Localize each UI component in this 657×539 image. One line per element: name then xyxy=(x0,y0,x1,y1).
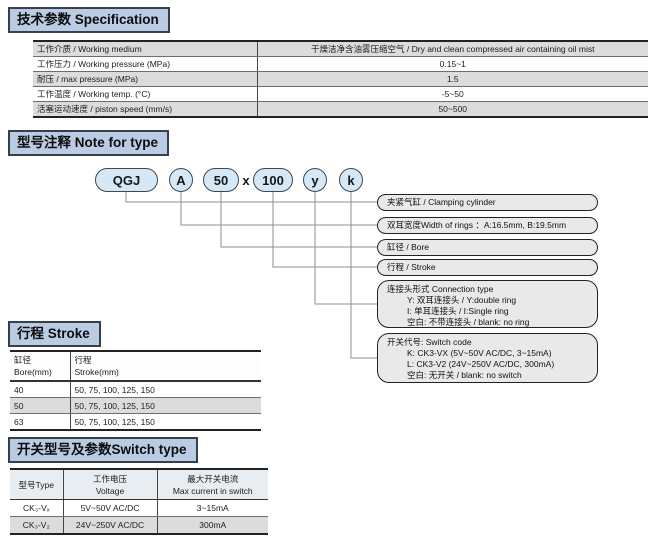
note-label-stroke: 行程 / Stroke xyxy=(377,259,598,276)
switch-type-cell: CK₃-Vₓ xyxy=(10,499,64,517)
table-row: CK₃-V₂ 24V~250V AC/DC 300mA xyxy=(10,516,268,534)
specification-table: 工作介质 / Working medium 干燥洁净含油雾压缩空气 / Dry … xyxy=(33,40,648,118)
note-label-text: K: CK3-VX (5V~50V AC/DC, 3~15mA) xyxy=(407,348,552,358)
model-part-bore: 50 xyxy=(203,168,239,192)
bore-cell: 40 xyxy=(10,381,71,398)
note-label-text: 双耳宽度Width of rings ：A:16.5mm, B:19.5mm xyxy=(387,220,567,230)
switch-col-voltage: 工作电压 Voltage xyxy=(63,469,158,500)
switch-table: 型号Type 工作电压 Voltage 最大开关电流 Max current i… xyxy=(10,468,268,535)
switch-col-type: 型号Type xyxy=(10,469,64,500)
note-label-text: I: 单耳连接头 / I:Single ring xyxy=(407,306,509,316)
bore-cell: 63 xyxy=(10,413,71,430)
section-title-switch-type: 开关型号及参数Switch type xyxy=(8,437,198,463)
switch-voltage-cell: 24V~250V AC/DC xyxy=(63,516,158,534)
note-label-text: 夹紧气缸 / Clamping cylinder xyxy=(387,197,496,207)
stroke-table: 缸径 Bore(mm) 行程 Stroke(mm) 40 50, 75, 100… xyxy=(10,350,261,431)
table-row: 工作介质 / Working medium 干燥洁净含油雾压缩空气 / Dry … xyxy=(33,41,648,57)
spec-label: 耐压 / max pressure (MPa) xyxy=(33,71,258,87)
model-part-connection: y xyxy=(303,168,327,192)
bore-cell: 50 xyxy=(10,397,71,414)
note-label-text: Y: 双耳连接头 / Y:double ring xyxy=(407,295,517,305)
note-label-text: L: CK3-V2 (24V~250V AC/DC, 300mA) xyxy=(407,359,555,369)
spec-label: 工作温度 / Working temp. (°C) xyxy=(33,86,258,102)
note-label-text: 空白: 无开关 / blank: no switch xyxy=(407,370,522,380)
table-row: 工作压力 / Working pressure (MPa) 0.15~1 xyxy=(33,56,648,72)
header-line: Stroke(mm) xyxy=(74,367,119,377)
spec-label: 工作介质 / Working medium xyxy=(33,41,258,57)
section-title-stroke: 行程 Stroke xyxy=(8,321,101,347)
model-part-stroke: 100 xyxy=(253,168,293,192)
switch-type-cell: CK₃-V₂ xyxy=(10,516,64,534)
header-line: Bore(mm) xyxy=(14,367,52,377)
header-line: 缸径 xyxy=(14,355,32,365)
stroke-cell: 50, 75, 100, 125, 150 xyxy=(70,397,261,414)
header-line: 行程 xyxy=(74,355,92,365)
table-row: 63 50, 75, 100, 125, 150 xyxy=(10,413,261,430)
switch-current-cell: 300mA xyxy=(157,516,268,534)
note-label-text: 开关代号: Switch code xyxy=(387,337,472,347)
stroke-cell: 50, 75, 100, 125, 150 xyxy=(74,416,155,427)
header-line: Voltage xyxy=(95,485,125,496)
table-header-row: 型号Type 工作电压 Voltage 最大开关电流 Max current i… xyxy=(10,469,268,500)
model-part-switch: k xyxy=(339,168,363,192)
note-label-connection-type: 连接头形式 Connection type Y: 双耳连接头 / Y:doubl… xyxy=(377,280,598,328)
model-part-x-separator: x xyxy=(242,172,250,188)
stroke-col-bore: 缸径 Bore(mm) xyxy=(10,351,71,382)
switch-voltage-cell: 5V~50V AC/DC xyxy=(63,499,158,517)
spec-value: 干燥洁净含油雾压缩空气 / Dry and clean compressed a… xyxy=(257,41,648,57)
spec-label: 活塞运动速度 / piston speed (mm/s) xyxy=(33,101,258,117)
table-row: 50 50, 75, 100, 125, 150 xyxy=(10,397,261,414)
model-part-series: QGJ xyxy=(95,168,158,192)
table-row: 40 50, 75, 100, 125, 150 xyxy=(10,381,261,398)
note-label-bore: 缸径 / Bore xyxy=(377,239,598,256)
table-row: 工作温度 / Working temp. (°C) -5~50 xyxy=(33,86,648,102)
note-label-text: 缸径 / Bore xyxy=(387,242,430,252)
spec-value: 50~500 xyxy=(257,101,648,117)
table-row: 耐压 / max pressure (MPa) 1.5 xyxy=(33,71,648,87)
stroke-cell: 50, 75, 100, 125, 150 xyxy=(70,381,261,398)
spec-label: 工作压力 / Working pressure (MPa) xyxy=(33,56,258,72)
note-label-width-of-rings: 双耳宽度Width of rings ：A:16.5mm, B:19.5mm xyxy=(377,217,598,234)
spec-value: 1.5 xyxy=(257,71,648,87)
note-label-clamping-cylinder: 夹紧气缸 / Clamping cylinder xyxy=(377,194,598,211)
note-label-switch-code: 开关代号: Switch code K: CK3-VX (5V~50V AC/D… xyxy=(377,333,598,383)
section-title-specification: 技术参数 Specification xyxy=(8,7,170,33)
switch-col-max-current: 最大开关电流 Max current in switch xyxy=(157,469,268,500)
header-line: 最大开关电流 xyxy=(187,473,239,484)
table-row: 活塞运动速度 / piston speed (mm/s) 50~500 xyxy=(33,101,648,117)
header-line: 工作电压 xyxy=(92,473,127,484)
switch-current-cell: 3~15mA xyxy=(157,499,268,517)
section-title-note-for-type: 型号注释 Note for type xyxy=(8,130,170,156)
spec-value: -5~50 xyxy=(257,86,648,102)
header-line: Max current in switch xyxy=(172,485,253,496)
spec-value: 0.15~1 xyxy=(257,56,648,72)
stroke-col-stroke: 行程 Stroke(mm) xyxy=(70,351,261,382)
table-header-row: 缸径 Bore(mm) 行程 Stroke(mm) xyxy=(10,351,261,382)
model-part-ring-width: A xyxy=(169,168,193,192)
note-label-text: 行程 / Stroke xyxy=(387,262,436,272)
note-label-text: 连接头形式 Connection type xyxy=(387,284,494,294)
note-label-text: 空白: 不带连接头 / blank: no ring xyxy=(407,317,530,327)
table-row: CK₃-Vₓ 5V~50V AC/DC 3~15mA xyxy=(10,499,268,517)
